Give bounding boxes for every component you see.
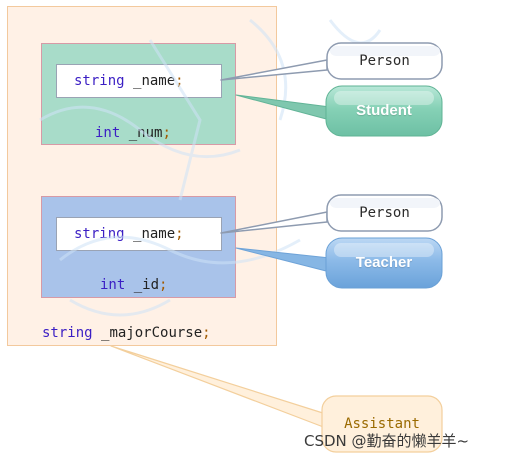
student-callout: [235, 85, 443, 137]
teacher-id-member: int _id;: [100, 278, 167, 292]
person-callout-1: [220, 42, 443, 81]
person-label-1: Person: [359, 53, 410, 69]
type-keyword: string: [42, 325, 93, 341]
student-label: Student: [356, 102, 412, 119]
semicolon: ;: [175, 226, 184, 242]
member-name: _id: [133, 277, 160, 293]
semicolon: ;: [159, 277, 168, 293]
person-callout-2: [220, 194, 443, 234]
member-name: _majorCourse: [101, 325, 203, 341]
semicolon: ;: [202, 325, 211, 341]
assistant-label: Assistant: [344, 416, 420, 432]
assistant-major-member: string _majorCourse;: [42, 326, 211, 340]
person-label-2: Person: [359, 205, 410, 221]
type-keyword: string: [74, 73, 125, 89]
watermark-credit: CSDN @勤奋的懒羊羊~: [304, 432, 470, 450]
assistant-callout: [110, 345, 443, 453]
teacher-label: Teacher: [355, 254, 413, 271]
teacher-callout: [235, 237, 443, 289]
type-keyword: int: [100, 277, 126, 293]
